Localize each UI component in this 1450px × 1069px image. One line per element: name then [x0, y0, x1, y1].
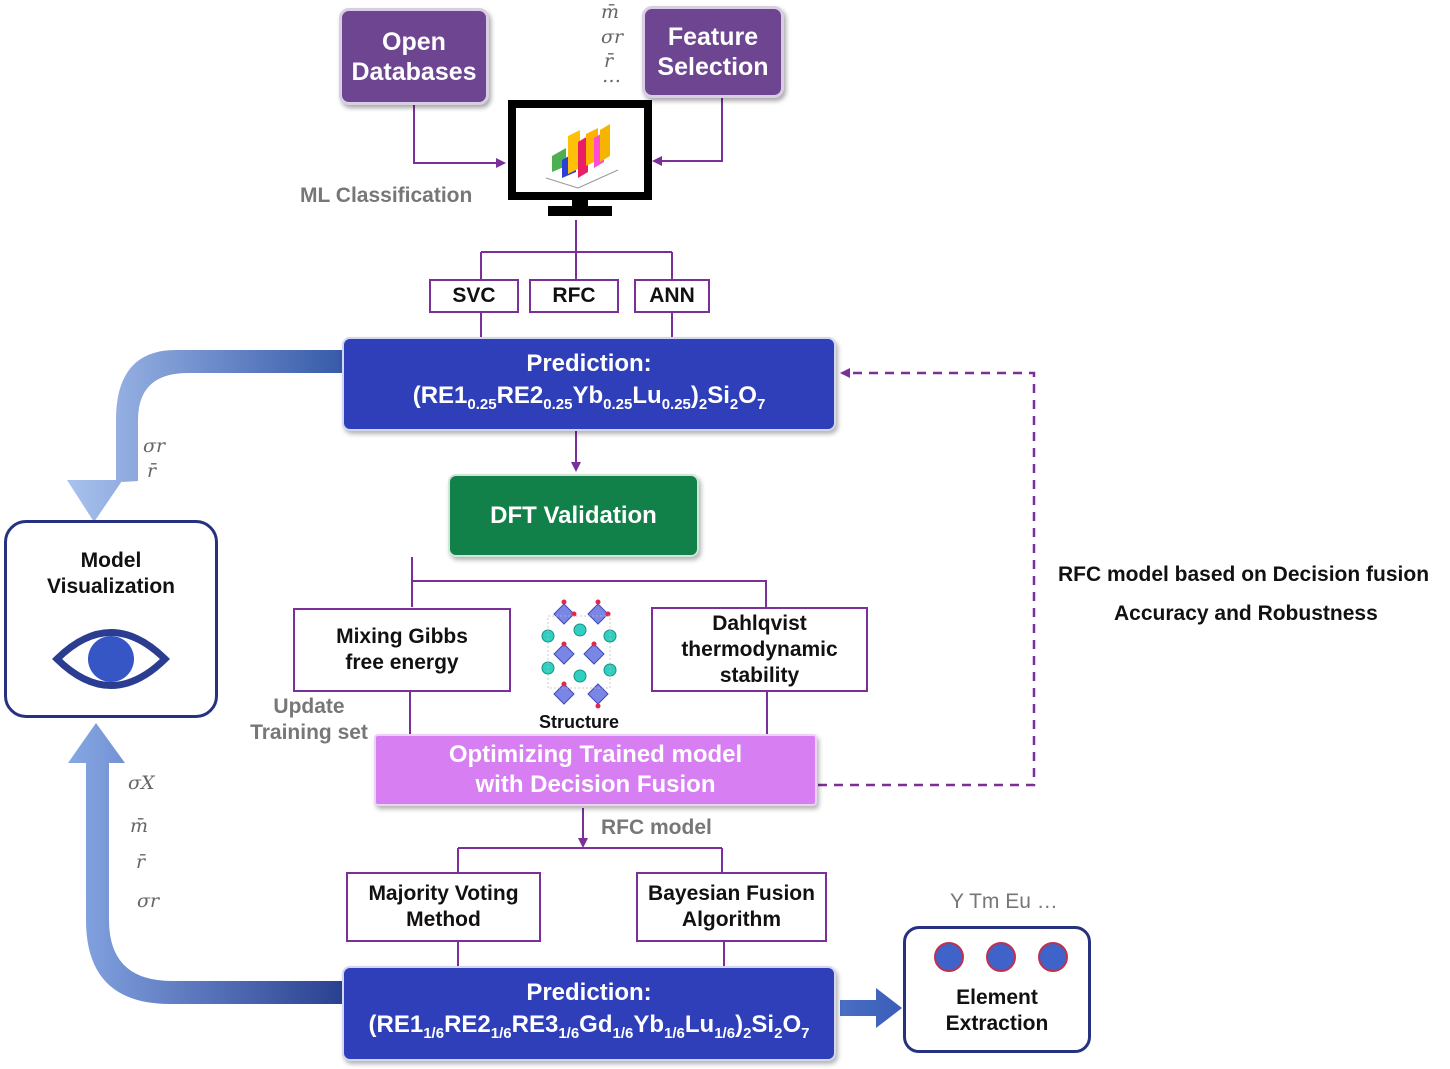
eye-icon — [52, 629, 170, 689]
math-label-lower-left-3: σr — [137, 890, 160, 912]
formula-sub: 1/6 — [423, 1024, 445, 1042]
formula-part: O — [738, 381, 757, 409]
formula-part: Gd — [579, 1011, 613, 1039]
rfc-model-label: RFC model — [601, 816, 712, 839]
element-dots-icon — [934, 942, 1068, 972]
formula-sub: 0.25 — [543, 395, 573, 413]
model-visualization-label: Model Visualization — [47, 549, 175, 598]
ann-box: ANN — [634, 279, 710, 313]
math-label-top-1: σr — [601, 26, 624, 48]
connector-fusion-prediction — [457, 942, 725, 968]
formula-sub: 1/6 — [612, 1024, 634, 1042]
formula-sub: 0.25 — [467, 395, 497, 413]
rfc-fusion-note-1: RFC model based on Decision fusion — [1058, 563, 1430, 586]
feature-selection-label: Feature Selection — [657, 23, 769, 81]
svc-label: SVC — [452, 284, 496, 307]
mixing-gibbs-label: Mixing Gibbs free energy — [336, 625, 468, 674]
math-label-top-3: … — [602, 65, 621, 87]
arrow-prediction-to-elements — [840, 988, 902, 1028]
dahlqvist-box: Dahlqvist thermodynamic stability — [651, 607, 868, 692]
connector-branches-optimizing — [409, 692, 768, 735]
formula-part: RE3 — [511, 1011, 559, 1039]
formula-sub: 0.25 — [661, 395, 691, 413]
connector-dft-branches — [411, 557, 767, 607]
math-label-upper-left-0: σr — [143, 435, 166, 457]
optimizing-label: Optimizing Trained model with Decision F… — [448, 741, 743, 798]
element-extraction-box: Element Extraction — [903, 926, 1091, 1053]
formula-part: Lu — [632, 381, 662, 409]
dft-validation-box: DFT Validation — [448, 474, 699, 557]
prediction-top-label: Prediction: — [526, 349, 652, 377]
optimizing-box: Optimizing Trained model with Decision F… — [374, 734, 817, 806]
math-label-lower-left-0: σX — [128, 772, 155, 794]
element-symbols-label: Y Tm Eu … — [950, 890, 1058, 913]
bar-chart-icon — [545, 124, 619, 189]
prediction-box-bottom: Prediction: (RE11/6RE21/6RE31/6Gd1/6Yb1/… — [342, 966, 836, 1061]
prediction-box-top: Prediction: (RE10.25RE20.25Yb0.25Lu0.25)… — [342, 337, 836, 431]
ann-label: ANN — [649, 284, 695, 307]
open-databases-label: Open Databases — [351, 27, 477, 86]
formula-sub: 1/6 — [558, 1024, 580, 1042]
curved-arrow-prediction-to-model — [67, 350, 344, 522]
formula-sub: 2 — [743, 1024, 752, 1042]
math-label-top-2: r̄ — [604, 50, 614, 72]
formula-sub: 7 — [801, 1024, 810, 1042]
formula-sub: 0.25 — [603, 395, 633, 413]
rfc-label: RFC — [552, 284, 596, 307]
feature-selection-card: Feature Selection — [642, 6, 784, 98]
formula-part: ) — [735, 1011, 744, 1039]
formula-part: (RE1 — [412, 381, 468, 409]
rfc-fusion-note-2: Accuracy and Robustness — [1114, 602, 1378, 625]
bayesian-fusion-box: Bayesian Fusion Algorithm — [636, 872, 827, 942]
prediction-bottom-label: Prediction: — [526, 979, 652, 1007]
formula-sub: 2 — [729, 395, 739, 413]
open-databases-card: Open Databases — [339, 8, 489, 105]
rfc-box: RFC — [529, 279, 619, 313]
bayesian-fusion-label: Bayesian Fusion Algorithm — [648, 882, 815, 931]
ml-classification-label: ML Classification — [300, 184, 473, 207]
update-training-label: Update Training set — [250, 695, 368, 744]
element-extraction-label: Element Extraction — [945, 986, 1049, 1035]
formula-sub: 1/6 — [714, 1024, 736, 1042]
formula-sub: 2 — [698, 395, 708, 413]
formula-part: Si — [751, 1011, 775, 1039]
connector-databases-monitor — [413, 104, 506, 168]
structure-label: Structure — [539, 712, 620, 732]
monitor-icon — [508, 100, 652, 216]
prediction-bottom-formula: (RE11/6RE21/6RE31/6Gd1/6Yb1/6Lu1/6)2Si2O… — [369, 1009, 810, 1050]
dashed-feedback-loop — [818, 368, 1036, 787]
connector-fusion-split — [457, 847, 723, 872]
math-label-top-0: m̄ — [601, 1, 620, 23]
curved-arrow-prediction-to-model-up — [68, 723, 344, 1004]
math-label-lower-left-2: r̄ — [136, 851, 146, 873]
dft-validation-label: DFT Validation — [490, 501, 657, 529]
formula-part: RE2 — [444, 1011, 491, 1039]
formula-part: ) — [690, 381, 699, 409]
formula-part: Yb — [633, 1011, 665, 1039]
formula-part: Si — [707, 381, 730, 409]
connector-features-monitor — [652, 98, 723, 166]
prediction-top-formula: (RE10.25RE20.25Yb0.25Lu0.25)2Si2O7 — [413, 380, 766, 421]
majority-voting-box: Majority Voting Method — [346, 872, 541, 942]
model-visualization-box: Model Visualization — [4, 520, 218, 718]
formula-part: O — [782, 1011, 802, 1039]
dahlqvist-label: Dahlqvist thermodynamic stability — [681, 611, 838, 687]
formula-sub: 1/6 — [490, 1024, 512, 1042]
majority-voting-label: Majority Voting Method — [368, 882, 519, 931]
formula-sub: 7 — [756, 395, 766, 413]
formula-sub: 1/6 — [664, 1024, 685, 1042]
math-label-upper-left-1: r̄ — [147, 460, 157, 482]
formula-part: RE2 — [496, 381, 544, 409]
formula-part: Lu — [684, 1011, 715, 1039]
connector-monitor-classifiers — [480, 220, 673, 280]
connector-classifiers-prediction — [480, 312, 673, 340]
mixing-gibbs-box: Mixing Gibbs free energy — [293, 608, 511, 692]
formula-sub: 2 — [774, 1024, 783, 1042]
svc-box: SVC — [429, 279, 519, 313]
crystal-structure-icon — [541, 599, 617, 709]
formula-part: Yb — [572, 381, 604, 409]
formula-part: (RE1 — [368, 1011, 424, 1039]
math-label-lower-left-1: m̄ — [130, 815, 149, 837]
